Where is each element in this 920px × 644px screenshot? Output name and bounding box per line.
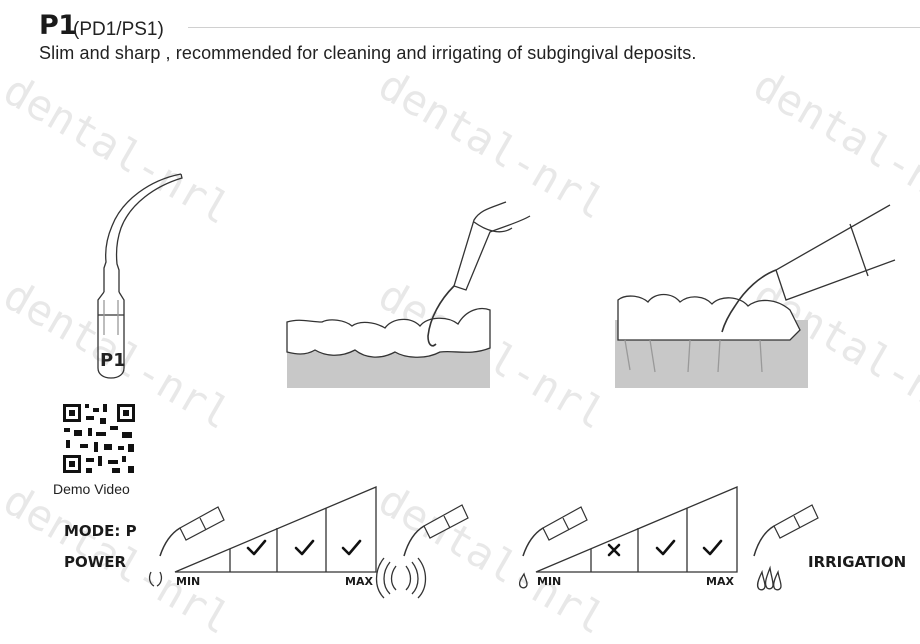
water-drop-icon — [520, 574, 527, 588]
tip-label: P1 — [100, 350, 126, 371]
qr-code-icon — [62, 403, 136, 474]
handpiece-icon — [523, 507, 587, 556]
power-min-label: MIN — [176, 575, 200, 588]
irrigation-max-label: MAX — [706, 575, 734, 588]
scaler-tip-illustration — [98, 174, 182, 378]
power-max-label: MAX — [345, 575, 373, 588]
water-drop-icon — [758, 568, 781, 590]
mode-label: MODE: P — [64, 522, 137, 540]
check-icon — [704, 541, 721, 554]
teeth-scene-2 — [615, 205, 895, 388]
handpiece-icon — [754, 505, 818, 556]
vibration-icon — [377, 558, 426, 598]
irrigation-min-label: MIN — [537, 575, 561, 588]
irrigation-levels — [609, 541, 721, 555]
power-label: POWER — [64, 553, 126, 571]
teeth-scene-1 — [287, 202, 530, 388]
check-icon — [657, 541, 674, 554]
check-icon — [248, 541, 265, 554]
handpiece-icon — [404, 505, 468, 556]
irrigation-label: IRRIGATION — [808, 553, 906, 571]
check-icon — [343, 541, 360, 554]
illustrations: P1 — [0, 0, 920, 606]
power-levels — [248, 541, 360, 554]
check-icon — [296, 541, 313, 554]
cross-icon — [609, 545, 619, 555]
qr-code-label: Demo Video — [53, 481, 130, 497]
handpiece-icon — [160, 507, 224, 556]
vibration-icon — [150, 572, 162, 586]
